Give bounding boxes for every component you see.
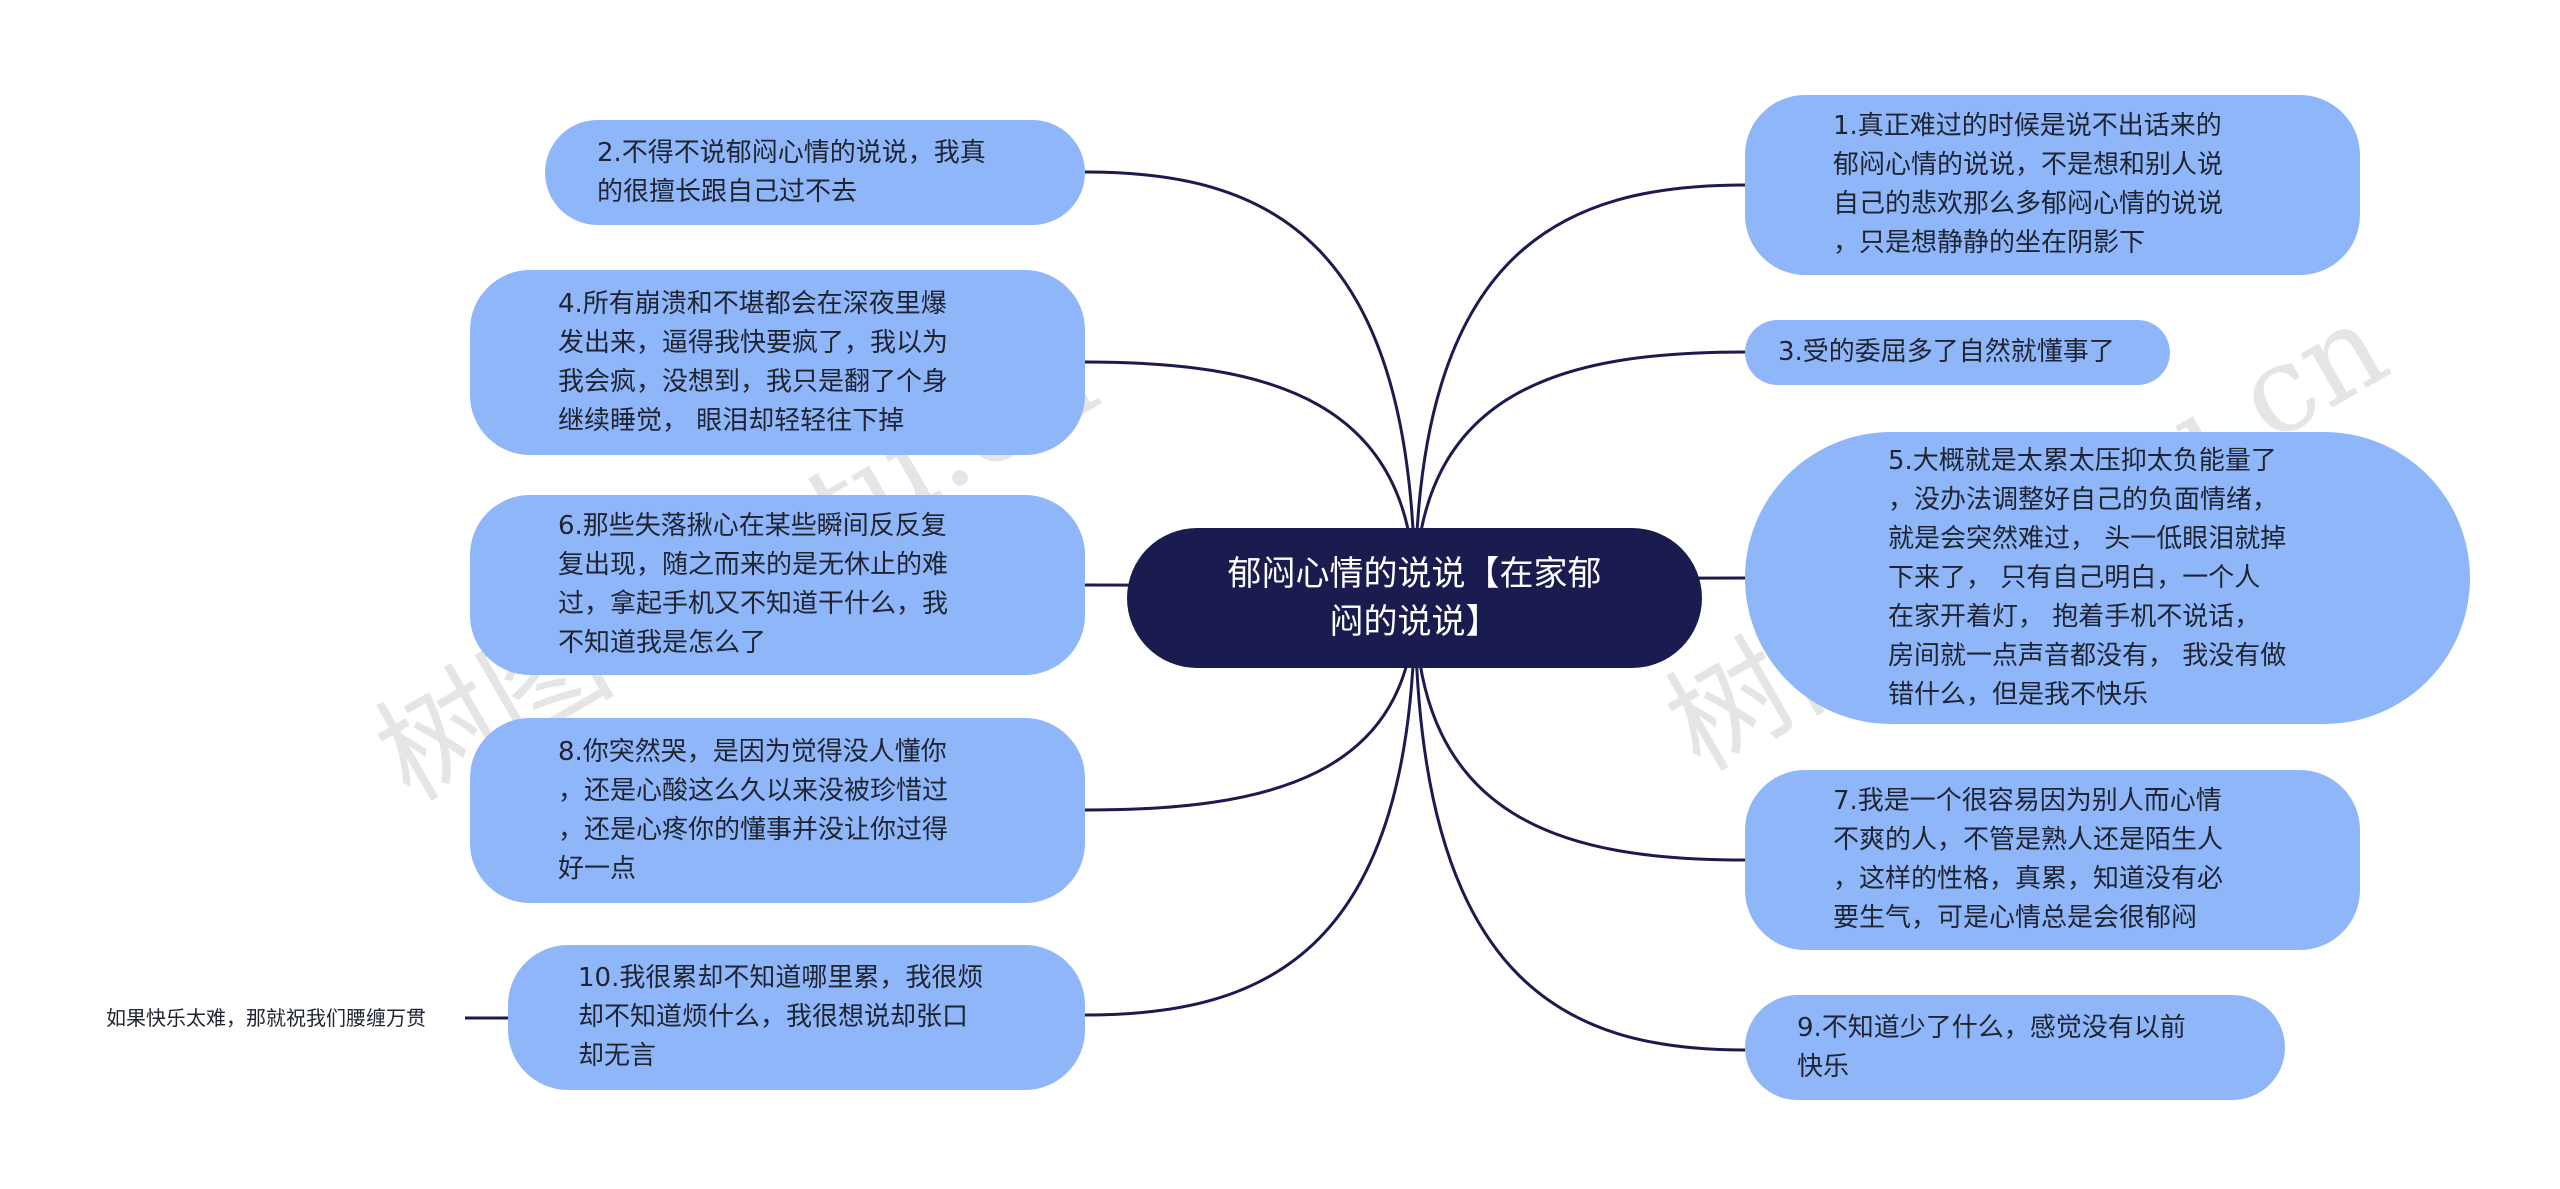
- central-topic-label: 郁闷心情的说说【在家郁 闷的说说】: [1227, 554, 1602, 642]
- branch-node-4[interactable]: 4.所有崩溃和不堪都会在深夜里爆 发出来，逼得我快要疯了，我以为 我会疯，没想到…: [470, 270, 1085, 455]
- branch-node-5-label: 5.大概就是太累太压抑太负能量了 ，没办法调整好自己的负面情绪， 就是会突然难过…: [1888, 445, 2287, 710]
- branch-node-6[interactable]: 6.那些失落揪心在某些瞬间反反复 复出现，随之而来的是无休止的难 过，拿起手机又…: [470, 495, 1085, 675]
- edge-to-node-7: [1413, 597, 1746, 862]
- branch-node-3[interactable]: 3.受的委屈多了自然就懂事了: [1745, 320, 2170, 385]
- edge-to-node-9: [1413, 597, 1746, 1052]
- branch-node-5[interactable]: 5.大概就是太累太压抑太负能量了 ，没办法调整好自己的负面情绪， 就是会突然难过…: [1745, 432, 2470, 724]
- edge-to-node-10: [1084, 597, 1417, 1017]
- branch-node-10-label: 10.我很累却不知道哪里累，我很烦 却不知道烦什么，我很想说却张口 却无言: [578, 963, 984, 1071]
- edge-to-node-1: [1413, 183, 1746, 599]
- branch-node-8-label: 8.你突然哭，是因为觉得没人懂你 ，还是心酸这么久以来没被珍惜过 ，还是心疼你的…: [558, 736, 949, 884]
- branch-node-1[interactable]: 1.真正难过的时候是说不出话来的 郁闷心情的说说，不是想和别人说 自己的悲欢那么…: [1745, 95, 2360, 275]
- leaf-node[interactable]: 如果快乐太难，那就祝我们腰缠万贯: [106, 1006, 426, 1030]
- branch-node-10[interactable]: 10.我很累却不知道哪里累，我很烦 却不知道烦什么，我很想说却张口 却无言: [508, 945, 1085, 1090]
- branch-node-4-label: 4.所有崩溃和不堪都会在深夜里爆 发出来，逼得我快要疯了，我以为 我会疯，没想到…: [558, 288, 949, 436]
- branch-node-8[interactable]: 8.你突然哭，是因为觉得没人懂你 ，还是心酸这么久以来没被珍惜过 ，还是心疼你的…: [470, 718, 1085, 903]
- branch-node-9-label: 9.不知道少了什么，感觉没有以前 快乐: [1797, 1012, 2186, 1082]
- branch-node-6-label: 6.那些失落揪心在某些瞬间反反复 复出现，随之而来的是无休止的难 过，拿起手机又…: [558, 511, 949, 658]
- branch-node-7-label: 7.我是一个很容易因为别人而心情 不爽的人，不管是熟人还是陌生人 ，这样的性格，…: [1833, 786, 2224, 933]
- edge-to-node-2: [1084, 170, 1417, 599]
- central-topic[interactable]: 郁闷心情的说说【在家郁 闷的说说】: [1127, 528, 1702, 668]
- edge-to-node-4: [1084, 360, 1417, 599]
- branch-node-2[interactable]: 2.不得不说郁闷心情的说说，我真 的很擅长跟自己过不去: [545, 120, 1085, 225]
- branch-node-2-label: 2.不得不说郁闷心情的说说，我真 的很擅长跟自己过不去: [597, 137, 986, 207]
- branch-node-3-label: 3.受的委屈多了自然就懂事了: [1778, 337, 2115, 367]
- edge-to-node-3: [1413, 350, 1746, 599]
- branch-node-7[interactable]: 7.我是一个很容易因为别人而心情 不爽的人，不管是熟人还是陌生人 ，这样的性格，…: [1745, 770, 2360, 950]
- branch-node-1-label: 1.真正难过的时候是说不出话来的 郁闷心情的说说，不是想和别人说 自己的悲欢那么…: [1833, 111, 2224, 258]
- branch-node-9[interactable]: 9.不知道少了什么，感觉没有以前 快乐: [1745, 995, 2285, 1100]
